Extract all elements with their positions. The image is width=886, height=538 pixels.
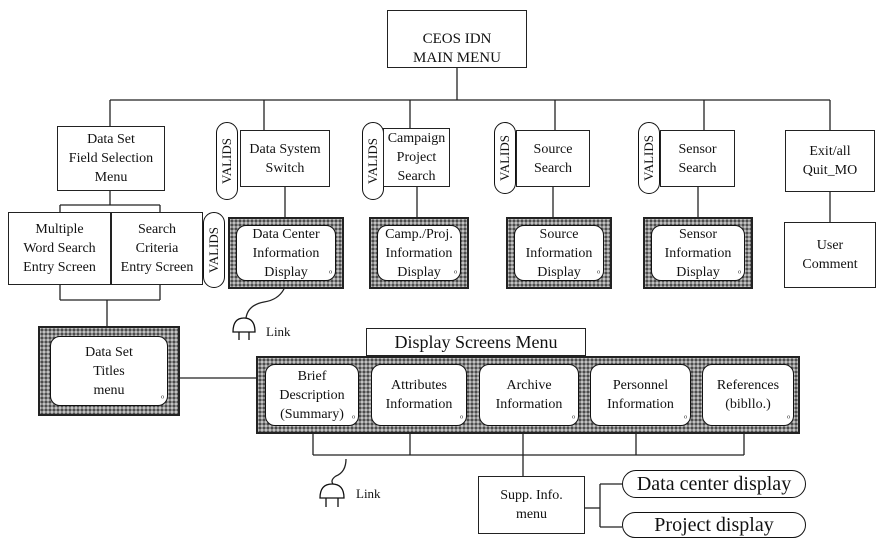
camp-proj-information-display[interactable]: Camp./Proj. Information Display ᵒ (369, 217, 469, 289)
dataset-titles-menu[interactable]: Data Set Titles menu ᵒ (38, 326, 180, 416)
source-information-display[interactable]: Source Information Display ᵒ (506, 217, 612, 289)
data-center-display-pill[interactable]: Data center display (622, 470, 806, 498)
personnel-information-button[interactable]: Personnel Information ᵒ (590, 364, 691, 426)
sensor-information-display[interactable]: Sensor Information Display ᵒ (643, 217, 753, 289)
valids-tag[interactable]: VALIDS (203, 212, 225, 288)
display-screens-menu-title: Display Screens Menu (366, 328, 586, 356)
valids-tag[interactable]: VALIDS (638, 122, 660, 194)
corner-mark: ᵒ (352, 413, 355, 424)
data-system-switch-box[interactable]: Data System Switch (240, 130, 330, 187)
corner-mark: ᵒ (161, 393, 164, 404)
references-button[interactable]: References (bibllo.) ᵒ (702, 364, 794, 426)
valids-tag[interactable]: VALIDS (216, 122, 238, 200)
brief-description-button[interactable]: Brief Description (Summary) ᵒ (265, 364, 359, 426)
screen-face: Source Information Display ᵒ (514, 225, 604, 281)
attributes-information-button[interactable]: Attributes Information ᵒ (371, 364, 467, 426)
screen-face: Sensor Information Display ᵒ (651, 225, 745, 281)
project-display-pill[interactable]: Project display (622, 512, 806, 538)
link-label: Link (266, 324, 291, 339)
valids-tag[interactable]: VALIDS (362, 122, 384, 200)
screen-face: Data Set Titles menu ᵒ (50, 336, 168, 406)
archive-information-button[interactable]: Archive Information ᵒ (479, 364, 579, 426)
search-criteria-entry-screen[interactable]: Search Criteria Entry Screen (111, 212, 203, 285)
supp-info-menu-box[interactable]: Supp. Info. menu (478, 476, 585, 534)
data-center-information-display[interactable]: Data Center Information Display ᵒ (228, 217, 344, 289)
corner-mark: ᵒ (787, 413, 790, 424)
dataset-field-selection-menu[interactable]: Data Set Field Selection Menu (57, 126, 165, 191)
plug-icon (319, 483, 345, 507)
corner-mark: ᵒ (460, 413, 463, 424)
display-screens-menu[interactable]: Brief Description (Summary) ᵒ Attributes… (256, 356, 800, 434)
screen-face: Camp./Proj. Information Display ᵒ (377, 225, 461, 281)
corner-mark: ᵒ (597, 268, 600, 279)
plug-icon (232, 317, 256, 340)
user-comment-box[interactable]: User Comment (784, 222, 876, 288)
corner-mark: ᵒ (738, 268, 741, 279)
campaign-project-search-box[interactable]: Campaign Project Search (383, 128, 450, 187)
corner-mark: ᵒ (329, 268, 332, 279)
exit-quit-box[interactable]: Exit/all Quit_MO (785, 130, 875, 192)
corner-mark: ᵒ (572, 413, 575, 424)
corner-mark: ᵒ (454, 268, 457, 279)
valids-tag[interactable]: VALIDS (494, 122, 516, 194)
screen-face: Data Center Information Display ᵒ (236, 225, 336, 281)
corner-mark: ᵒ (684, 413, 687, 424)
link-label: Link (356, 486, 381, 501)
sensor-search-box[interactable]: Sensor Search (660, 130, 735, 187)
multiple-word-search-entry-screen[interactable]: Multiple Word Search Entry Screen (8, 212, 111, 285)
source-search-box[interactable]: Source Search (516, 130, 590, 187)
